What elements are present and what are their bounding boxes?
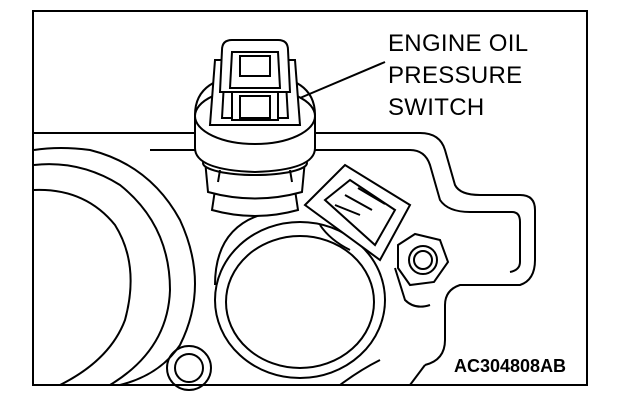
callout-leader-line	[299, 61, 386, 99]
mounting-bolt	[394, 232, 450, 308]
oil-pressure-switch	[194, 39, 316, 217]
callout-line-3: SWITCH	[388, 94, 485, 121]
callout-label: ENGINE OIL PRESSURE SWITCH	[388, 28, 588, 124]
cylinder-bore	[33, 147, 196, 386]
figure-frame	[32, 10, 588, 386]
callout-line-2: PRESSURE	[388, 62, 523, 89]
small-boss	[166, 345, 212, 391]
harness-connector	[303, 163, 412, 262]
figure-id: AC304808AB	[452, 355, 586, 377]
callout-line-1: ENGINE OIL	[388, 30, 529, 57]
oil-filter-housing	[214, 214, 386, 379]
